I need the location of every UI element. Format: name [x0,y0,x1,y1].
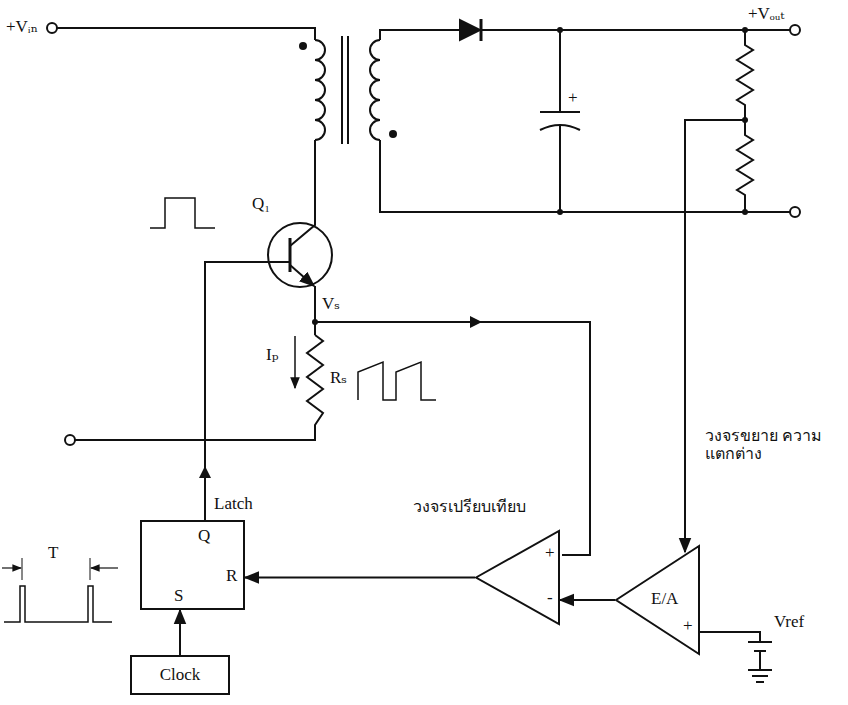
dimension-line [91,567,118,568]
ramp-waveform [358,362,436,400]
arrowhead [199,466,211,478]
pin-label: + [683,616,693,636]
pin-label: R [226,566,237,586]
pin-label: S [174,586,183,606]
pin-label: Q [198,526,210,546]
junction-dot [312,319,318,325]
diode-symbol [480,19,483,41]
node-title: วงจรขยาย ความแตกต่าง [705,427,830,464]
polarity-dot [299,42,307,50]
feedback-wire [685,120,745,552]
dimension-line [2,567,21,568]
signal-name: Iₚ [266,345,278,365]
terminal [47,23,57,33]
dimension-label: T [48,543,58,563]
base-wire [205,262,290,520]
pin-label: + [545,543,555,563]
transistor-label: Q₁ [252,194,270,214]
triangle-outline [616,546,699,654]
triangle-outline [476,531,559,624]
junction-dot [557,209,563,215]
signal-name: Vₛ [322,294,340,314]
secondary-winding [370,40,380,140]
junction-dot [742,209,748,215]
transformer-core [342,36,348,144]
signal-connector [560,599,615,601]
wire [314,286,316,335]
capacitor-symbol [540,30,580,212]
node-title: วงจรเปรียบเทียบ [413,498,526,516]
junction-dot [742,117,748,123]
arrowhead [470,316,482,328]
wire [380,30,790,40]
resistor-label: Rₛ [330,368,347,388]
capacitor-symbol [540,125,580,130]
transistor-symbol [268,223,332,287]
wire [380,140,790,212]
terminal-label: +Vₒᵤₜ [748,4,785,24]
clock-waveform [4,586,112,622]
polarity-mark: + [568,88,578,108]
junction-dot [557,27,563,33]
junction-dot [742,27,748,33]
polarity-dot [389,130,397,138]
emitter-lead [290,265,314,286]
terminal-label: +Vᵢₙ [6,17,38,37]
error-amplifier-symbol: วงจรขยาย ความแตกต่างE/A+ [615,545,700,655]
resistor-symbol [75,335,323,440]
pulse-waveform [150,198,215,228]
node-title: Clock [160,665,201,685]
signal-connector [179,610,181,655]
current-arrow [294,336,296,388]
wire [57,28,315,40]
node-title: Latch [214,494,253,514]
comparator-symbol: วงจรเปรียบเทียบ+- [475,530,560,625]
sense-wire [315,322,590,555]
latch-box: LatchQRS [140,520,245,610]
pin-label: - [547,588,553,608]
pin-label: E/A [651,589,678,609]
terminal [790,25,800,35]
terminal [790,207,800,217]
terminal [65,435,75,445]
signal-name: Vref [774,612,804,632]
signal-connector [245,577,475,579]
clock-box: Clock [130,655,230,695]
diode-symbol [460,20,480,40]
collector-lead [290,140,315,246]
primary-winding [315,40,325,140]
reference-battery [700,632,772,682]
